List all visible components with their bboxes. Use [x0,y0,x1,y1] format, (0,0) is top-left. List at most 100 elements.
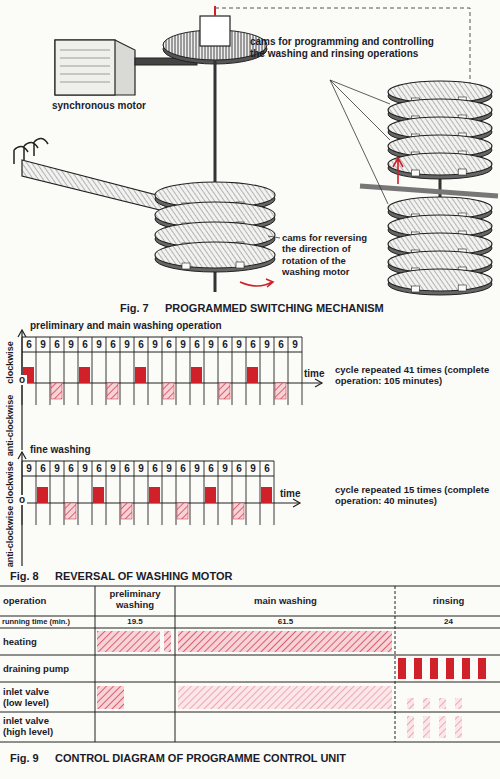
cell-divider [36,337,37,405]
drawing-part [439,716,446,738]
axis-label: time [280,488,310,500]
drawing-part [446,658,454,679]
duration-number: 6 [274,339,288,351]
drawing-part [414,658,422,679]
drawing-part [462,658,470,679]
cell-divider [50,337,51,405]
row-label: heating [3,636,93,647]
clockwise-run [135,367,146,383]
drawing-part [60,50,110,82]
axis-label: time [304,368,334,380]
drawing-part [423,698,430,709]
duration-number: 9 [246,463,260,475]
cell-divider [302,337,303,405]
cam-disc [388,153,492,175]
axis-arrow [18,330,26,337]
cell-divider [134,461,135,525]
cell-divider [190,337,191,405]
duration-number: 9 [204,339,218,351]
anticlockwise-run [51,383,62,399]
figure-number: Fig. 9 [10,752,50,765]
clockwise-run [191,367,202,383]
figure-title: CONTROL DIAGRAM OF PROGRAMME CONTROL UNI… [55,752,385,765]
cell-divider [246,337,247,405]
y-axis [21,330,22,450]
duration-number: 6 [162,339,176,351]
leader-line [268,236,280,238]
cam-notch [411,286,419,292]
cell-divider [260,337,261,405]
table-cell: 19.5 [97,617,173,627]
duration-number: 6 [176,463,190,475]
drawing-part [407,698,414,709]
cell-divider [232,337,233,405]
cell-divider [176,461,177,525]
chart-note: cycle repeated 41 times (complete operat… [335,364,495,387]
cell-divider [218,461,219,525]
figure-number: Fig. 8 [10,570,50,583]
cell-divider [204,461,205,525]
clockwise-run [79,367,90,383]
drawing-part [22,160,168,212]
cell-divider [78,337,79,405]
clockwise-run [93,487,104,503]
clockwise-run [261,487,272,503]
anticlockwise-run [177,503,188,519]
cell-divider [78,461,79,525]
table-grid [0,586,500,742]
clockwise-run [205,487,216,503]
duration-number: 6 [120,463,134,475]
cam-notch [236,262,244,268]
duration-number: 9 [36,339,50,351]
origin-mark: o [17,375,27,385]
duration-number: 9 [22,463,36,475]
cam-notch [458,169,466,175]
table-cell: 61.5 [178,617,393,627]
duration-number: 6 [134,339,148,351]
leader-line [330,80,390,204]
duration-number: 9 [64,339,78,351]
axis-arrow [315,379,322,387]
cell-divider [162,337,163,405]
cell-divider [246,461,247,525]
duration-number: 9 [260,339,274,351]
cam-disc [388,269,492,291]
chart-title: fine washing [30,444,180,456]
cell-divider [92,337,93,405]
duration-number: 9 [190,463,204,475]
duration-number: 9 [78,463,92,475]
clockwise-run [247,367,258,383]
cell-divider [50,461,51,525]
duration-number: 9 [176,339,190,351]
cell-divider [106,461,107,525]
cell-divider [204,337,205,405]
cam-stacks [155,81,492,295]
duration-number: 6 [232,463,246,475]
axis-arrow [18,452,26,459]
duration-number: 9 [134,463,148,475]
anticlockwise-run [107,383,118,399]
direction-arrow [393,158,403,184]
cam-notch [458,285,466,291]
callout-label: cams for programming and controlling the… [250,36,440,60]
duration-number: 6 [92,463,106,475]
anticlockwise-run [121,503,132,519]
duration-number: 9 [218,463,232,475]
row-label: inlet valve (low level) [3,686,65,709]
duration-number: 6 [64,463,78,475]
duration-number: 9 [162,463,176,475]
anticlockwise-run [219,383,230,399]
direction-arrow [240,279,273,287]
drawing-part [398,658,406,679]
cell-divider [134,337,135,405]
drawing-part [395,586,396,742]
cell-divider [176,337,177,405]
drawing-part [14,138,48,164]
drawing-part [439,698,446,709]
drawing-part [178,631,392,652]
duration-number: 6 [190,339,204,351]
axis-label: anti-clockwise [5,385,16,465]
